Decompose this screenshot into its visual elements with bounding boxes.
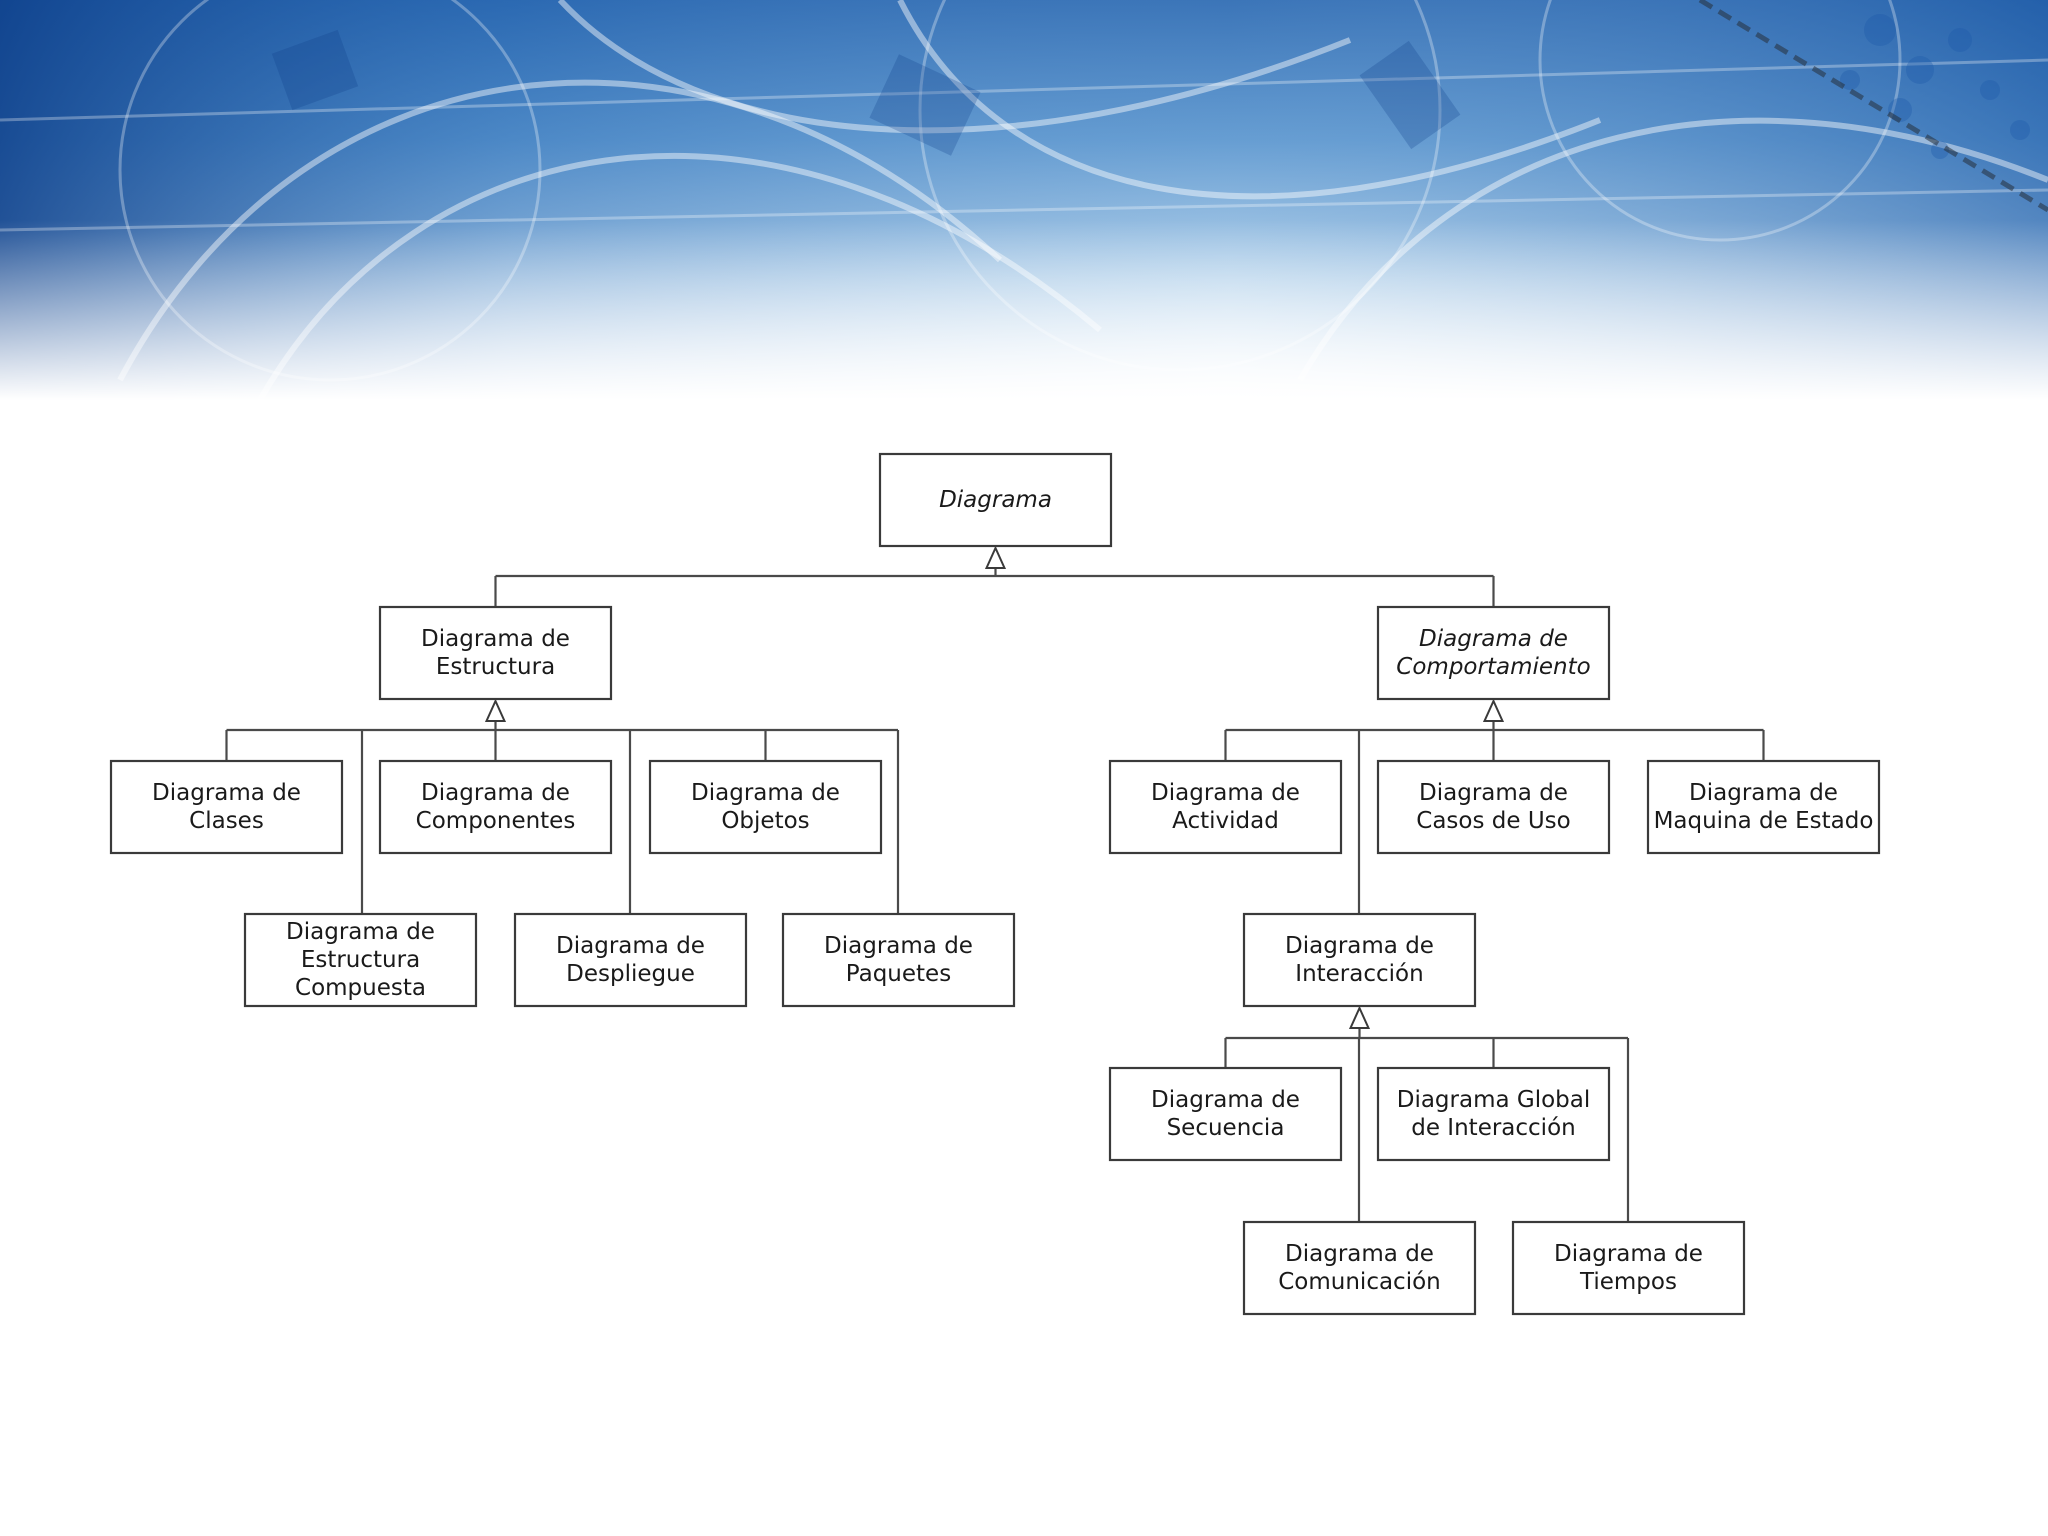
- node-box-tiempos: [1511, 1220, 1746, 1316]
- node-box-interaccion: [1242, 912, 1477, 1008]
- node-box-despliegue: [513, 912, 748, 1008]
- node-label-interaccion: Interacción: [1295, 961, 1423, 987]
- node-box-maquina-de-estado: [1646, 759, 1881, 855]
- node-box-secuencia: [1108, 1066, 1343, 1162]
- node-label-global-interaccion: de Interacción: [1411, 1115, 1575, 1141]
- node-label-actividad: Diagrama de: [1151, 780, 1300, 806]
- node-label-comportamiento: Comportamiento: [1396, 654, 1590, 680]
- node-label-clases: Diagrama de: [152, 780, 301, 806]
- node-box-comportamiento: [1376, 605, 1611, 701]
- node-label-tiempos: Diagrama de: [1554, 1241, 1703, 1267]
- node-label-diagrama: Diagrama: [939, 487, 1052, 513]
- node-box-estructura-compuesta: [243, 912, 478, 1008]
- node-label-objetos: Objetos: [721, 808, 809, 834]
- inheritance-arrow-diagrama: [984, 545, 1007, 569]
- inheritance-connectors: [225, 545, 1765, 1222]
- node-box-paquetes: [781, 912, 1016, 1008]
- node-label-interaccion: Diagrama de: [1285, 933, 1434, 959]
- inheritance-arrow-estructura: [484, 698, 507, 722]
- node-label-objetos: Diagrama de: [691, 780, 840, 806]
- node-label-secuencia: Diagrama de: [1151, 1087, 1300, 1113]
- node-label-global-interaccion: Diagrama Global: [1397, 1087, 1591, 1113]
- node-label-actividad: Actividad: [1172, 808, 1279, 834]
- node-label-tiempos: Tiempos: [1579, 1269, 1677, 1295]
- node-box-casos-de-uso: [1376, 759, 1611, 855]
- node-label-estructura: Estructura: [436, 654, 555, 680]
- node-diagrama: Diagrama: [878, 452, 1113, 548]
- node-label-despliegue: Diagrama de: [556, 933, 705, 959]
- node-label-paquetes: Paquetes: [846, 961, 951, 987]
- inheritance-arrow-comportamiento: [1482, 698, 1505, 722]
- node-box-diagrama: [878, 452, 1113, 548]
- node-label-estructura-compuesta: Compuesta: [295, 975, 426, 1001]
- node-label-comportamiento: Diagrama de: [1419, 626, 1568, 652]
- node-label-estructura: Diagrama de: [421, 626, 570, 652]
- node-label-casos-de-uso: Diagrama de: [1419, 780, 1568, 806]
- node-label-clases: Clases: [189, 808, 264, 834]
- node-label-componentes: Diagrama de: [421, 780, 570, 806]
- inheritance-arrow-interaccion: [1348, 1005, 1371, 1029]
- node-label-despliegue: Despliegue: [566, 961, 695, 987]
- node-label-maquina-de-estado: Diagrama de: [1689, 780, 1838, 806]
- node-label-comunicacion: Diagrama de: [1285, 1241, 1434, 1267]
- node-box-objetos: [648, 759, 883, 855]
- node-label-paquetes: Diagrama de: [824, 933, 973, 959]
- node-label-casos-de-uso: Casos de Uso: [1416, 808, 1570, 834]
- node-box-estructura: [378, 605, 613, 701]
- node-box-global-interaccion: [1376, 1066, 1611, 1162]
- node-label-estructura-compuesta: Diagrama de: [286, 919, 435, 945]
- node-label-componentes: Componentes: [416, 808, 576, 834]
- node-label-secuencia: Secuencia: [1167, 1115, 1285, 1141]
- node-box-componentes: [378, 759, 613, 855]
- header-banner: [0, 0, 2048, 400]
- node-label-comunicacion: Comunicación: [1278, 1269, 1441, 1295]
- node-box-clases: [109, 759, 344, 855]
- node-box-comunicacion: [1242, 1220, 1477, 1316]
- node-label-maquina-de-estado: Maquina de Estado: [1654, 808, 1874, 834]
- node-label-estructura-compuesta: Estructura: [301, 947, 420, 973]
- node-box-actividad: [1108, 759, 1343, 855]
